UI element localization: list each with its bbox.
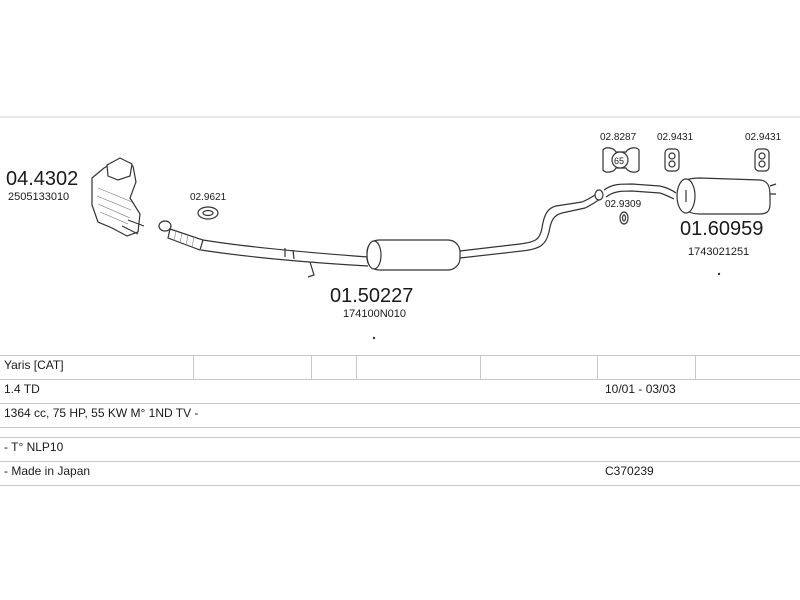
- table-rule: [0, 379, 800, 380]
- clamp-part[interactable]: 65: [602, 147, 640, 173]
- table-row: - Made in Japan C370239: [0, 461, 800, 485]
- clamp-badge: 65: [614, 156, 624, 166]
- table-rule: [0, 403, 800, 404]
- reference-dot: [717, 272, 721, 276]
- table-divider: [480, 355, 481, 379]
- exhaust-system-diagram: 04.4302 2505133010 02.9621 01.50227 1741…: [0, 116, 800, 340]
- spec-cell: 1364 cc, 75 HP, 55 KW M° 1ND TV -: [4, 406, 199, 420]
- cat-code-label: 04.4302: [6, 168, 78, 190]
- date-range-cell: 10/01 - 03/03: [605, 382, 676, 396]
- gasket-code-label: 02.9621: [190, 192, 227, 203]
- rear-oem-label: 1743021251: [688, 246, 749, 258]
- cat-oem-label: 2505133010: [8, 191, 69, 203]
- rubber-mount-part[interactable]: [619, 211, 629, 225]
- table-row: 1364 cc, 75 HP, 55 KW M° 1ND TV -: [0, 403, 800, 427]
- catalytic-converter-part[interactable]: [91, 157, 145, 237]
- reference-dot: [372, 336, 376, 340]
- middle-oem-label: 174100N010: [343, 308, 406, 320]
- table-rule: [0, 355, 800, 356]
- type-cell: - T° NLP10: [4, 440, 64, 454]
- table-rule: [0, 485, 800, 486]
- table-divider: [695, 355, 696, 379]
- middle-silencer-assembly[interactable]: [158, 189, 604, 278]
- table-row: - T° NLP10: [0, 437, 800, 461]
- rear-code-label: 01.60959: [680, 218, 763, 240]
- engine-cell: 1.4 TD: [4, 382, 40, 396]
- table-divider: [597, 355, 598, 379]
- rubber-ring-two-part[interactable]: [754, 148, 770, 172]
- table-rule: [0, 437, 800, 438]
- origin-cell: - Made in Japan: [4, 464, 91, 478]
- model-cell: Yaris [CAT]: [4, 358, 64, 372]
- table-divider: [311, 355, 312, 379]
- gasket-part[interactable]: [197, 206, 219, 220]
- table-row: 1.4 TD 10/01 - 03/03: [0, 379, 800, 403]
- ring-two-code-label: 02.9431: [745, 132, 782, 143]
- table-row: Yaris [CAT]: [0, 355, 800, 379]
- table-divider: [356, 355, 357, 379]
- rear-silencer-part[interactable]: [603, 177, 777, 215]
- clamp-code-label: 02.8287: [600, 132, 637, 143]
- table-rule: [0, 427, 800, 428]
- table-rule: [0, 461, 800, 462]
- reference-cell: C370239: [605, 464, 654, 478]
- table-divider: [193, 355, 194, 379]
- rubber-code-label: 02.9309: [605, 199, 642, 210]
- middle-code-label: 01.50227: [330, 285, 413, 307]
- ring-one-code-label: 02.9431: [657, 132, 694, 143]
- rubber-ring-one-part[interactable]: [664, 148, 680, 172]
